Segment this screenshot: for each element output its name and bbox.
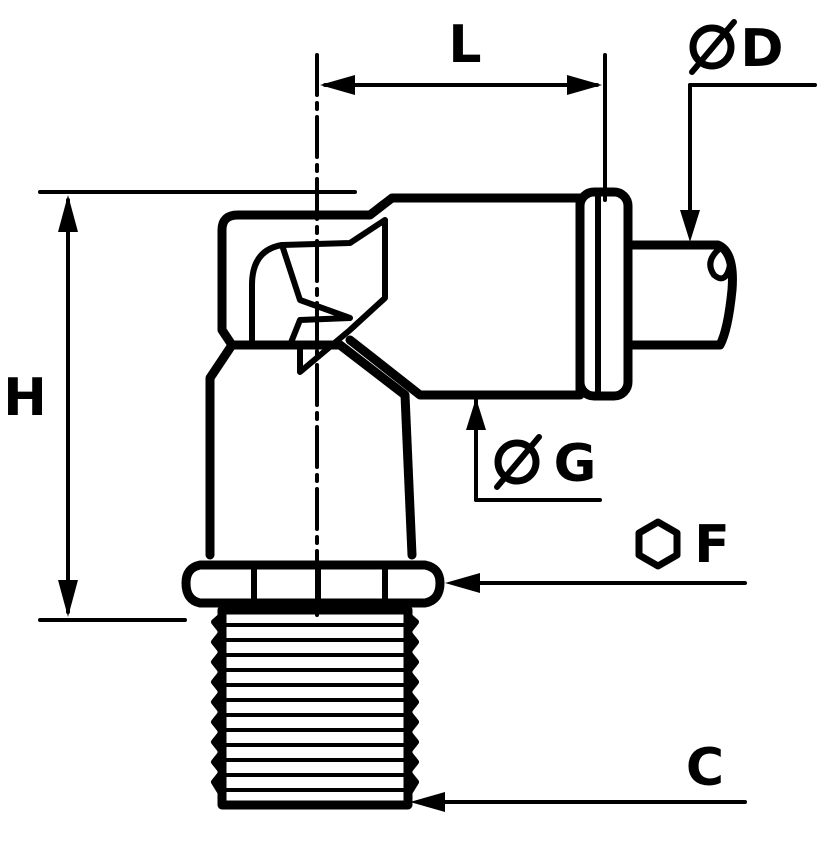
tube-end xyxy=(707,247,733,282)
leader-f xyxy=(445,573,747,593)
dimension-l xyxy=(320,53,607,202)
dimension-d xyxy=(680,83,817,242)
fitting-body xyxy=(205,187,737,560)
label-g-letter: G xyxy=(554,434,597,494)
diameter-symbol-d xyxy=(689,19,737,75)
label-c: C xyxy=(686,738,724,798)
dimension-g xyxy=(466,398,602,502)
hex-nut xyxy=(181,560,445,608)
diameter-symbol-g xyxy=(494,434,542,490)
leader-c xyxy=(410,792,747,812)
vertical-body xyxy=(205,340,417,560)
threaded-stem xyxy=(211,605,419,810)
elbow-bore-inner xyxy=(279,242,353,348)
elbow-head xyxy=(217,193,585,400)
dimension-h xyxy=(38,190,357,622)
label-h: H xyxy=(3,368,47,428)
label-d-letter: D xyxy=(740,19,783,79)
collet-ring xyxy=(575,187,633,401)
elbow-bore xyxy=(249,217,388,375)
tube xyxy=(623,240,737,350)
label-l: L xyxy=(448,15,481,75)
hexagon-icon xyxy=(635,518,681,570)
label-f: F xyxy=(694,515,730,575)
